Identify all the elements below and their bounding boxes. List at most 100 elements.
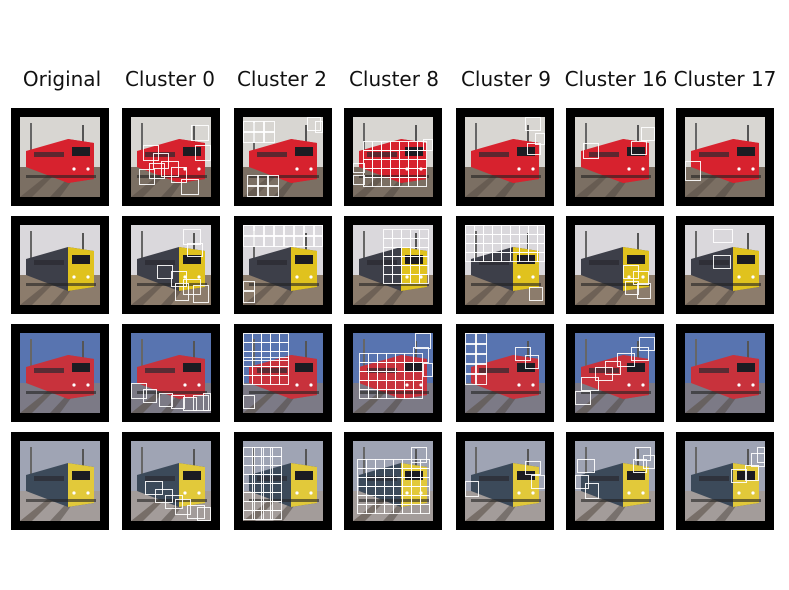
patch-overlay bbox=[353, 225, 433, 305]
patch-box bbox=[585, 483, 599, 499]
patch-box bbox=[757, 447, 765, 463]
train-photo bbox=[575, 333, 655, 413]
patch-box bbox=[243, 281, 255, 291]
cluster-image-row-2-col-2 bbox=[234, 216, 332, 314]
patch-box bbox=[525, 355, 539, 369]
patch-box bbox=[639, 337, 655, 351]
patch-overlay bbox=[243, 117, 323, 197]
train-photo bbox=[20, 441, 100, 521]
patch-box bbox=[527, 143, 541, 155]
train-photo bbox=[131, 333, 211, 413]
header-original: Original bbox=[22, 67, 102, 91]
cluster-image-row-4-col-2 bbox=[234, 432, 332, 530]
train-photo bbox=[243, 333, 323, 413]
train-photo bbox=[465, 117, 545, 197]
train-photo bbox=[243, 117, 323, 197]
train-photo bbox=[575, 117, 655, 197]
cluster-image-row-4-col-5 bbox=[566, 432, 664, 530]
patch-box bbox=[243, 235, 255, 247]
patch-box bbox=[183, 229, 201, 245]
patch-box bbox=[293, 225, 305, 237]
cluster-image-row-3-col-4 bbox=[456, 324, 554, 422]
patch-box bbox=[581, 377, 599, 391]
cluster-image-row-2-col-1 bbox=[122, 216, 220, 314]
patch-overlay bbox=[575, 441, 655, 521]
patch-box bbox=[175, 499, 191, 515]
patch-box bbox=[155, 489, 173, 503]
patch-box bbox=[145, 481, 163, 495]
patch-box bbox=[267, 185, 279, 197]
patch-overlay bbox=[685, 225, 765, 305]
patch-box bbox=[283, 235, 295, 247]
original-image-row-4 bbox=[11, 432, 109, 530]
patch-box bbox=[529, 287, 543, 301]
patch-box bbox=[637, 283, 651, 299]
patch-box bbox=[263, 131, 275, 143]
cluster-image-row-1-col-3 bbox=[344, 108, 442, 206]
patch-box bbox=[243, 121, 255, 133]
train-photo bbox=[131, 225, 211, 305]
patch-box bbox=[731, 469, 747, 483]
patch-overlay bbox=[353, 441, 433, 521]
patch-box bbox=[307, 117, 321, 131]
patch-box bbox=[191, 125, 209, 141]
patch-overlay bbox=[131, 225, 211, 305]
cluster-image-row-1-col-1 bbox=[122, 108, 220, 206]
train-photo bbox=[465, 441, 545, 521]
patch-box bbox=[531, 475, 545, 489]
patch-overlay bbox=[353, 333, 433, 413]
patch-box bbox=[131, 383, 147, 399]
patch-box bbox=[247, 185, 259, 197]
patch-box bbox=[417, 177, 427, 187]
patch-box bbox=[279, 351, 289, 361]
cluster-image-row-2-col-3 bbox=[344, 216, 442, 314]
original-image-row-2 bbox=[11, 216, 109, 314]
patch-box bbox=[420, 504, 430, 514]
patch-box bbox=[303, 235, 315, 247]
patch-box bbox=[187, 505, 205, 519]
patch-box bbox=[643, 455, 655, 469]
patch-box bbox=[171, 167, 187, 183]
patch-box bbox=[315, 121, 323, 133]
patch-box bbox=[625, 281, 639, 295]
header-cluster-8: Cluster 8 bbox=[348, 67, 440, 91]
patch-box bbox=[423, 139, 433, 151]
patch-overlay bbox=[465, 333, 545, 413]
patch-box bbox=[475, 353, 487, 365]
train-photo bbox=[353, 117, 433, 197]
cluster-image-row-1-col-2 bbox=[234, 108, 332, 206]
header-cluster-9: Cluster 9 bbox=[460, 67, 552, 91]
train-photo bbox=[685, 117, 765, 197]
patch-box bbox=[411, 447, 427, 463]
patch-box bbox=[635, 447, 651, 461]
patch-box bbox=[263, 225, 275, 237]
patch-box bbox=[279, 375, 289, 385]
patch-overlay bbox=[465, 225, 545, 305]
patch-overlay bbox=[575, 225, 655, 305]
patch-box bbox=[525, 117, 541, 131]
cluster-image-row-3-col-6 bbox=[676, 324, 774, 422]
patch-box bbox=[631, 141, 647, 155]
patch-box bbox=[243, 510, 255, 520]
patch-box bbox=[195, 145, 211, 161]
patch-box bbox=[623, 265, 639, 279]
patch-overlay bbox=[131, 117, 211, 197]
patch-box bbox=[252, 510, 264, 520]
patch-box bbox=[475, 333, 487, 345]
patch-box bbox=[745, 465, 759, 481]
cluster-image-row-4-col-4 bbox=[456, 432, 554, 530]
patch-box bbox=[713, 255, 731, 269]
patch-box bbox=[575, 391, 591, 405]
train-photo bbox=[465, 225, 545, 305]
patch-box bbox=[475, 373, 487, 385]
patch-box bbox=[175, 283, 189, 301]
patch-box bbox=[253, 131, 265, 143]
patch-overlay bbox=[465, 117, 545, 197]
patch-box bbox=[243, 395, 255, 409]
patch-box bbox=[267, 175, 279, 187]
patch-overlay bbox=[685, 333, 765, 413]
patch-box bbox=[165, 495, 183, 509]
patch-box bbox=[143, 389, 157, 403]
patch-box bbox=[161, 161, 179, 177]
patch-box bbox=[157, 265, 173, 279]
